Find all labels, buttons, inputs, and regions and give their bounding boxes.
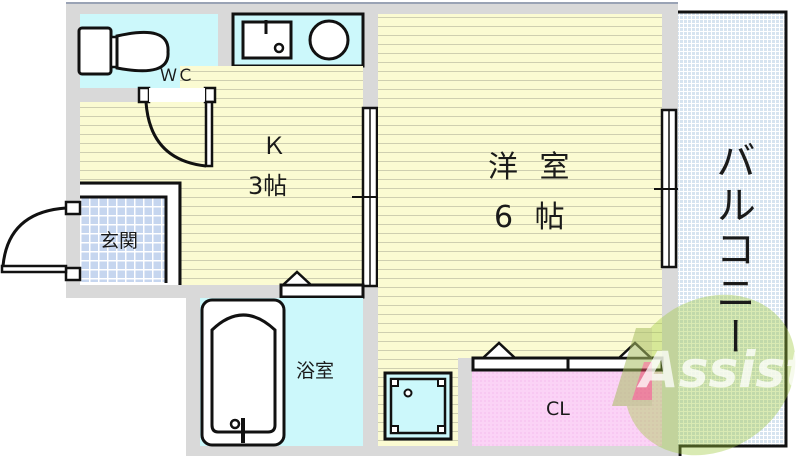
bathroom-door[interactable] [279,270,365,299]
balcony [678,2,798,458]
assist-watermark [612,294,796,456]
wc-door[interactable] [137,86,217,168]
western-room [378,14,664,446]
sink-icon [241,20,293,60]
closet-label: CL [546,398,570,420]
balcony-window[interactable] [654,108,686,269]
western-room-size: 6 帖 [494,200,571,235]
wc-label: ＷＣ [160,66,194,86]
washing-machine-icon [308,19,350,61]
entrance-room [0,195,168,283]
bathtub-icon [200,298,286,447]
sliding-door-kitchen[interactable] [352,106,390,288]
washroom-fixtures [231,12,365,68]
washing-pan-icon [383,371,453,441]
watermark-text: Assist [640,341,800,399]
bathroom-room [200,298,363,447]
kitchen-size: 3帖 [248,172,288,200]
western-room-label: 洋 室 [488,150,576,185]
entrance-door[interactable] [0,200,82,282]
balcony-label: バルコニー [709,140,755,360]
kitchen-label: Ｋ [262,132,286,160]
bathroom-label: 浴室 [296,360,335,382]
entrance-label: 玄関 [100,230,139,252]
toilet-icon [77,26,170,76]
